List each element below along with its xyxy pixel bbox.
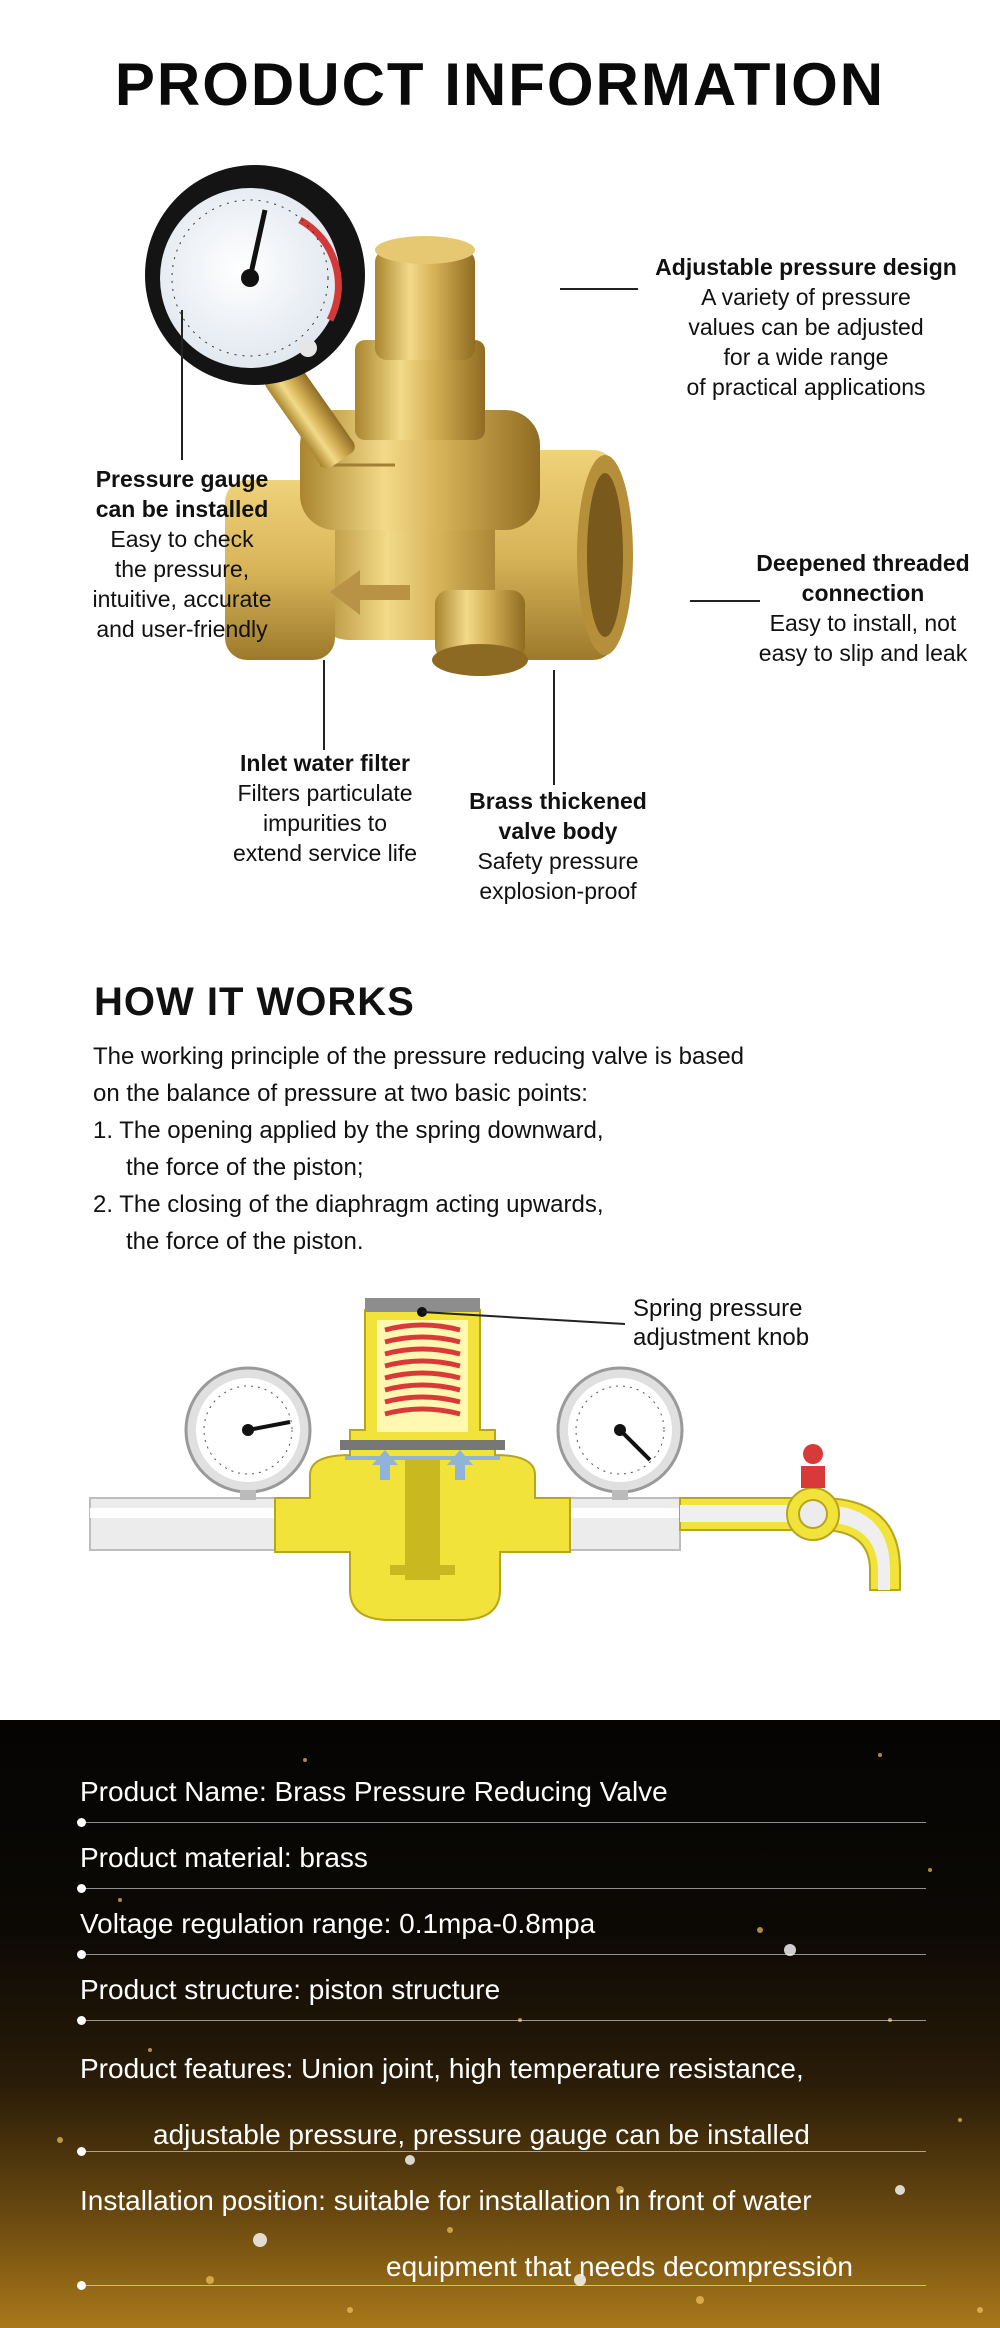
- spec-row-5: Product features: Union joint, high temp…: [80, 2036, 930, 2168]
- spec-divider: [80, 2020, 926, 2021]
- callout-body: Brass thickened valve body Safety pressu…: [440, 786, 676, 906]
- callout-filter-line-2: impurities to: [263, 810, 387, 836]
- spec-row-2: Product material: brass: [80, 1838, 930, 1878]
- valve-product-image: [145, 165, 633, 676]
- valve-working-diagram: [89, 1298, 901, 1621]
- spec-row-1: Product Name: Brass Pressure Reducing Va…: [80, 1772, 930, 1812]
- callout-gauge-line-4: and user-friendly: [96, 616, 268, 642]
- callout-adjustable-line-4: of practical applications: [686, 374, 926, 400]
- leader-line-threaded: [690, 600, 760, 602]
- callout-gauge-line-2: the pressure,: [114, 556, 250, 582]
- spec-2-line-1: Product material: brass: [80, 1842, 368, 1873]
- spec-bullet-dot: [77, 2016, 86, 2025]
- callout-body-title-2: valve body: [498, 818, 618, 844]
- callout-gauge-title-1: Pressure gauge: [95, 466, 269, 492]
- callout-gauge-title-2: can be installed: [95, 496, 269, 522]
- callout-adjustable-line-3: for a wide range: [723, 344, 889, 370]
- callout-threaded-line-1: Easy to install, not: [769, 610, 957, 636]
- leader-line-body: [553, 670, 555, 785]
- product-specs-section: [0, 1720, 1000, 2328]
- callout-adjustable-title: Adjustable pressure design: [655, 254, 957, 280]
- how-line-5: 2. The closing of the diaphragm acting u…: [93, 1191, 604, 1218]
- spec-bullet-dot: [77, 1884, 86, 1893]
- spec-divider: [80, 1954, 926, 1955]
- callout-filter-title: Inlet water filter: [240, 750, 410, 776]
- leader-line-gauge: [181, 310, 183, 460]
- spec-5-line-1: Product features: Union joint, high temp…: [80, 2053, 804, 2084]
- callout-body-line-2: explosion-proof: [479, 878, 637, 904]
- callout-gauge-line-1: Easy to check: [110, 526, 254, 552]
- callout-adjustable-line-2: values can be adjusted: [688, 314, 924, 340]
- spec-6-line-2: equipment that needs decompression: [386, 2251, 853, 2282]
- spec-6-line-1: Installation position: suitable for inst…: [80, 2185, 812, 2216]
- callout-filter: Inlet water filter Filters particulate i…: [205, 748, 445, 868]
- spec-row-3: Voltage regulation range: 0.1mpa-0.8mpa: [80, 1904, 930, 1944]
- callout-gauge: Pressure gauge can be installed Easy to …: [62, 464, 302, 644]
- spec-divider: [80, 1822, 926, 1823]
- how-it-works-heading: HOW IT WORKS: [94, 980, 415, 1024]
- callout-filter-line-1: Filters particulate: [237, 780, 413, 806]
- spring-label-line-1: Spring pressure: [633, 1295, 803, 1322]
- callout-threaded: Deepened threaded connection Easy to ins…: [735, 548, 991, 668]
- callout-threaded-title-2: connection: [801, 580, 925, 606]
- how-line-6: the force of the piston.: [126, 1228, 364, 1255]
- callout-gauge-line-3: intuitive, accurate: [92, 586, 272, 612]
- sparkle-background: [57, 1753, 983, 2313]
- how-line-1: The working principle of the pressure re…: [93, 1043, 745, 1070]
- callout-filter-line-3: extend service life: [232, 840, 418, 866]
- spec-divider: [80, 1888, 926, 1889]
- spring-adjustment-label: Spring pressure adjustment knob: [633, 1294, 809, 1352]
- spec-row-6: Installation position: suitable for inst…: [80, 2168, 930, 2300]
- leader-line-filter: [323, 660, 325, 750]
- how-it-works-text: The working principle of the pressure re…: [93, 1038, 744, 1260]
- spec-1-line-1: Product Name: Brass Pressure Reducing Va…: [80, 1776, 668, 1807]
- leader-line-adjustable: [560, 288, 638, 290]
- how-line-3: 1. The opening applied by the spring dow…: [93, 1117, 604, 1144]
- how-line-2: on the balance of pressure at two basic …: [93, 1080, 588, 1107]
- spec-3-line-1: Voltage regulation range: 0.1mpa-0.8mpa: [80, 1908, 596, 1939]
- spec-bullet-dot: [77, 2281, 86, 2290]
- callout-threaded-line-2: easy to slip and leak: [758, 640, 968, 666]
- spec-bullet-dot: [77, 1818, 86, 1827]
- how-line-4: the force of the piston;: [126, 1154, 364, 1181]
- spec-bullet-dot: [77, 1950, 86, 1959]
- spec-bullet-dot: [77, 2147, 86, 2156]
- spec-row-4: Product structure: piston structure: [80, 1970, 930, 2010]
- callout-adjustable-line-1: A variety of pressure: [701, 284, 911, 310]
- callout-threaded-title-1: Deepened threaded: [756, 550, 970, 576]
- spec-4-line-1: Product structure: piston structure: [80, 1974, 501, 2005]
- spec-divider: [80, 2151, 926, 2152]
- spec-5-line-2: adjustable pressure, pressure gauge can …: [153, 2119, 810, 2150]
- page-title: PRODUCT INFORMATION: [114, 51, 886, 118]
- callout-adjustable: Adjustable pressure design A variety of …: [624, 252, 988, 402]
- callout-body-title-1: Brass thickened: [469, 788, 647, 814]
- callout-body-line-1: Safety pressure: [477, 848, 639, 874]
- spec-divider: [80, 2285, 926, 2286]
- spring-label-line-2: adjustment knob: [633, 1324, 810, 1351]
